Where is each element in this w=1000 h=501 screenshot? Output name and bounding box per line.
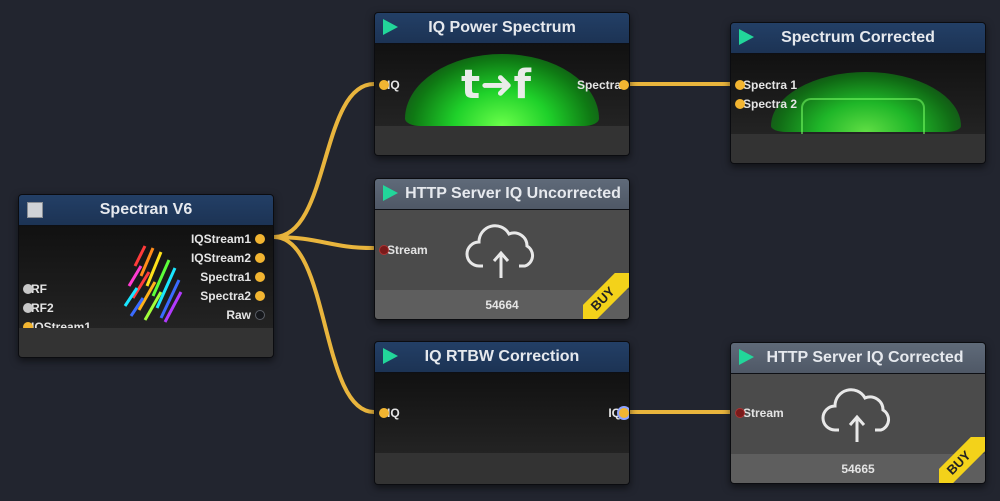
input-port-spectra-2[interactable]: Spectra 2 (735, 97, 797, 111)
node-header[interactable]: HTTP Server IQ Uncorrected (375, 179, 629, 210)
input-port-iq[interactable]: IQ (379, 406, 400, 420)
port-connector-icon[interactable] (619, 408, 629, 418)
node-header[interactable]: IQ Power Spectrum (375, 13, 629, 44)
node-footer (375, 453, 629, 484)
play-icon[interactable] (383, 19, 398, 35)
wire-iqstream1-to-power-spectrum[interactable] (272, 82, 376, 239)
port-connector-icon[interactable] (23, 322, 33, 332)
node-footer (375, 126, 629, 155)
node-header[interactable]: IQ RTBW Correction (375, 342, 629, 373)
node-footer (731, 134, 985, 163)
output-port-spectra[interactable]: Spectra (577, 78, 629, 92)
port-connector-icon[interactable] (735, 99, 745, 109)
node-body: t➜f IQ Spectra (375, 44, 629, 126)
play-icon[interactable] (739, 349, 754, 365)
port-connector-icon[interactable] (255, 253, 265, 263)
node-body: RF RF2 IQStream1 (19, 226, 273, 334)
time-to-frequency-icon: t➜f (461, 62, 532, 108)
iq-power-spectrum-node[interactable]: IQ Power Spectrum t➜f IQ Spectra (374, 12, 630, 156)
output-port-raw[interactable]: Raw (226, 308, 265, 322)
output-port-spectra1[interactable]: Spectra1 (200, 270, 265, 284)
http-server-iq-uncorrected-node[interactable]: HTTP Server IQ Uncorrected Stream 54664 … (374, 178, 630, 320)
node-body: Spectra 1 Spectra 2 (731, 54, 985, 134)
http-server-iq-corrected-node[interactable]: HTTP Server IQ Corrected Stream 54665 BU… (730, 342, 986, 484)
node-body: Stream (731, 374, 985, 454)
port-connector-icon[interactable] (255, 272, 265, 282)
node-header[interactable]: Spectrum Corrected (731, 23, 985, 54)
node-header[interactable]: Spectran V6 (19, 195, 273, 226)
port-connector-icon[interactable] (735, 408, 745, 418)
node-title: IQ RTBW Correction (424, 348, 580, 365)
port-connector-icon[interactable] (735, 80, 745, 90)
play-icon[interactable] (739, 29, 754, 45)
port-connector-icon[interactable] (255, 234, 265, 244)
port-number-label: 54665 (841, 462, 875, 476)
port-connector-icon[interactable] (255, 291, 265, 301)
node-title: HTTP Server IQ Uncorrected (405, 185, 621, 202)
play-icon[interactable] (383, 348, 398, 364)
input-port-rf2[interactable]: RF2 (23, 301, 54, 315)
rainbow-spectrum-icon (123, 245, 183, 323)
node-header[interactable]: HTTP Server IQ Corrected (731, 343, 985, 374)
cloud-upload-icon (821, 388, 890, 442)
port-connector-icon[interactable] (379, 245, 389, 255)
wire-iqstream1-to-rtbw-correction[interactable] (272, 235, 376, 414)
input-port-stream[interactable]: Stream (735, 406, 784, 420)
output-port-iqstream1[interactable]: IQStream1 (191, 232, 265, 246)
output-port-iq[interactable]: IQ (608, 406, 629, 420)
buy-ribbon[interactable]: BUY (939, 437, 985, 483)
output-port-spectra2[interactable]: Spectra2 (200, 289, 265, 303)
input-port-iq[interactable]: IQ (379, 78, 400, 92)
stop-icon[interactable] (27, 202, 43, 218)
play-icon[interactable] (383, 185, 398, 201)
port-connector-icon[interactable] (379, 408, 389, 418)
port-connector-icon[interactable] (255, 310, 265, 320)
output-port-iqstream2[interactable]: IQStream2 (191, 251, 265, 265)
port-connector-icon[interactable] (23, 284, 33, 294)
cloud-upload-icon (465, 224, 534, 278)
port-connector-icon[interactable] (619, 80, 629, 90)
wire-iqstream1-to-http-uncorrected[interactable] (272, 235, 375, 250)
node-footer (19, 328, 273, 357)
node-title: Spectran V6 (99, 201, 193, 218)
port-connector-icon[interactable] (379, 80, 389, 90)
iq-rtbw-correction-node[interactable]: IQ RTBW Correction IQ IQ (374, 341, 630, 485)
node-title: IQ Power Spectrum (428, 19, 576, 36)
buy-ribbon[interactable]: BUY (583, 273, 629, 319)
port-connector-icon[interactable] (23, 303, 33, 313)
spectrum-corrected-node[interactable]: Spectrum Corrected Spectra 1 Spectra 2 (730, 22, 986, 164)
port-number-label: 54664 (485, 298, 519, 312)
spectran-v6-node[interactable]: Spectran V6 RF RF2 IQStream1 I (18, 194, 274, 358)
node-body: IQ IQ (375, 373, 629, 453)
node-title: HTTP Server IQ Corrected (766, 349, 964, 366)
input-port-rf[interactable]: RF (23, 282, 47, 296)
input-port-spectra-1[interactable]: Spectra 1 (735, 78, 797, 92)
node-body: Stream (375, 210, 629, 290)
spectrum-plateau-image (801, 98, 925, 134)
input-port-stream[interactable]: Stream (379, 243, 428, 257)
node-title: Spectrum Corrected (781, 29, 935, 46)
